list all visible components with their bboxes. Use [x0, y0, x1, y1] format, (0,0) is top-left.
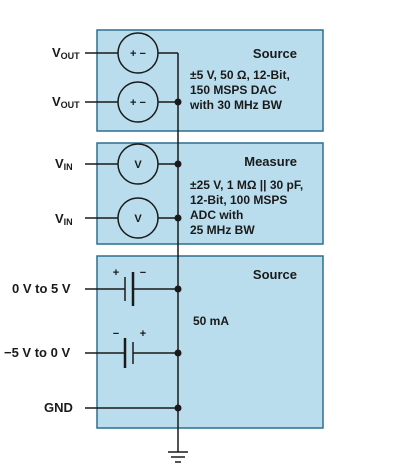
battery-2-icon — [123, 338, 134, 368]
supply-pos-label: 0 V to 5 V — [12, 281, 71, 296]
voltmeter-2-symbol: V — [134, 213, 142, 225]
voltage-source-1-symbol: + − — [130, 48, 146, 60]
gnd-label: GND — [44, 400, 73, 415]
battery-1-minus: − — [140, 267, 146, 279]
voltage-source-2-icon — [117, 81, 159, 123]
battery-2-plus: + — [140, 328, 146, 340]
supply-block — [96, 255, 324, 429]
battery-1-icon — [124, 272, 135, 306]
junction-node — [174, 349, 182, 357]
supply-current: 50 mA — [193, 314, 229, 328]
junction-node — [174, 214, 182, 222]
junction-node — [174, 285, 182, 293]
supply-neg-label: −5 V to 0 V — [4, 345, 70, 360]
measure-spec-line-4: 25 MHz BW — [190, 223, 255, 237]
voltage-source-1-icon — [117, 32, 159, 74]
voltage-source-2-symbol: + − — [130, 97, 146, 109]
measure-spec-line-1: ±25 V, 1 MΩ || 30 pF, — [190, 178, 303, 192]
vout-2-label: VOUT — [52, 94, 80, 110]
vout-1-label: VOUT — [52, 45, 80, 61]
source-spec-line-2: 150 MSPS DAC — [190, 83, 277, 97]
source-spec-line-3: with 30 MHz BW — [189, 98, 283, 112]
battery-2-minus: − — [113, 328, 119, 340]
voltmeter-2-icon — [117, 197, 159, 239]
junction-node — [174, 98, 182, 106]
measure-spec-line-2: 12-Bit, 100 MSPS — [190, 193, 287, 207]
ground-icon — [168, 451, 188, 463]
vin-2-label: VIN — [55, 211, 73, 227]
voltmeter-1-icon — [117, 143, 159, 185]
vin-1-label: VIN — [55, 156, 73, 172]
measure-block-title: Measure — [244, 154, 297, 169]
junction-node — [174, 404, 182, 412]
source-block-title: Source — [253, 46, 297, 61]
measure-spec-line-3: ADC with — [190, 208, 243, 222]
junction-node — [174, 160, 182, 168]
source-spec-line-1: ±5 V, 50 Ω, 12-Bit, — [190, 68, 290, 82]
battery-1-plus: + — [113, 267, 119, 279]
voltmeter-1-symbol: V — [134, 159, 142, 171]
supply-block-title: Source — [253, 267, 297, 282]
